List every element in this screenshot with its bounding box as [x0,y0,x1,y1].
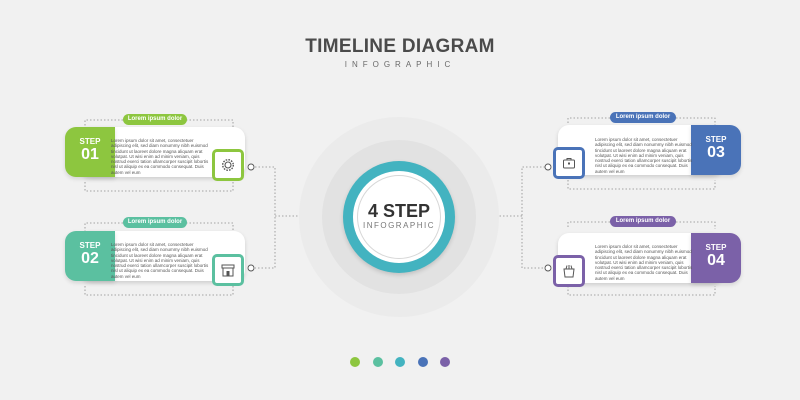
step-2-body: Lorem ipsum dolor sit amet, consectetuer… [111,242,209,279]
step-3-tab: STEP 03 [691,125,741,175]
step-4-tab: STEP 04 [691,233,741,283]
diagram-title: TIMELINE DIAGRAM [305,36,495,57]
step-2-number: 02 [81,250,99,267]
step-4-word: STEP [705,243,727,252]
pagination-dot[interactable] [373,357,383,367]
step-3-label-pill: Lorem ipsum dolor [610,112,676,123]
step-1-body: Lorem ipsum dolor sit amet, consectetuer… [111,138,209,175]
briefcase-icon [563,158,575,169]
diagram-subtitle: INFOGRAPHIC [344,60,456,69]
center-disc-border [357,175,441,259]
step-2-icon-box [212,254,244,286]
bag-icon [563,265,575,278]
connector-node [247,264,255,272]
step-4-icon-box [553,255,585,287]
shop-icon [221,264,235,277]
connector-node [544,163,552,171]
step-1-tab: STEP 01 [65,127,115,177]
pagination-dot[interactable] [418,357,428,367]
connector-node [544,264,552,272]
step-3-word: STEP [705,135,727,144]
pagination-dot[interactable] [350,357,360,367]
step-4-number: 04 [707,252,725,269]
step-1-label-pill: Lorem ipsum dolor [123,114,187,125]
step-2-tab: STEP 02 [65,231,115,281]
step-3-number: 03 [707,144,725,161]
pagination-dot[interactable] [440,357,450,367]
center-subtitle: INFOGRAPHIC [362,221,436,230]
step-4-body: Lorem ipsum dolor sit amet, consectetuer… [595,244,693,281]
step-1-number: 01 [81,146,99,163]
gear-icon [221,158,235,172]
connector-node [247,163,255,171]
pagination-dot[interactable] [395,357,405,367]
pagination-dots [350,357,450,369]
step-1-icon-box [212,149,244,181]
center-title: 4 STEP [367,201,431,221]
step-2-word: STEP [79,241,101,250]
step-2-label-pill: Lorem ipsum dolor [123,217,187,228]
step-1-word: STEP [79,137,101,146]
step-4-label-pill: Lorem ipsum dolor [610,216,676,227]
step-3-body: Lorem ipsum dolor sit amet, consectetuer… [595,137,693,174]
step-3-icon-box [553,147,585,179]
